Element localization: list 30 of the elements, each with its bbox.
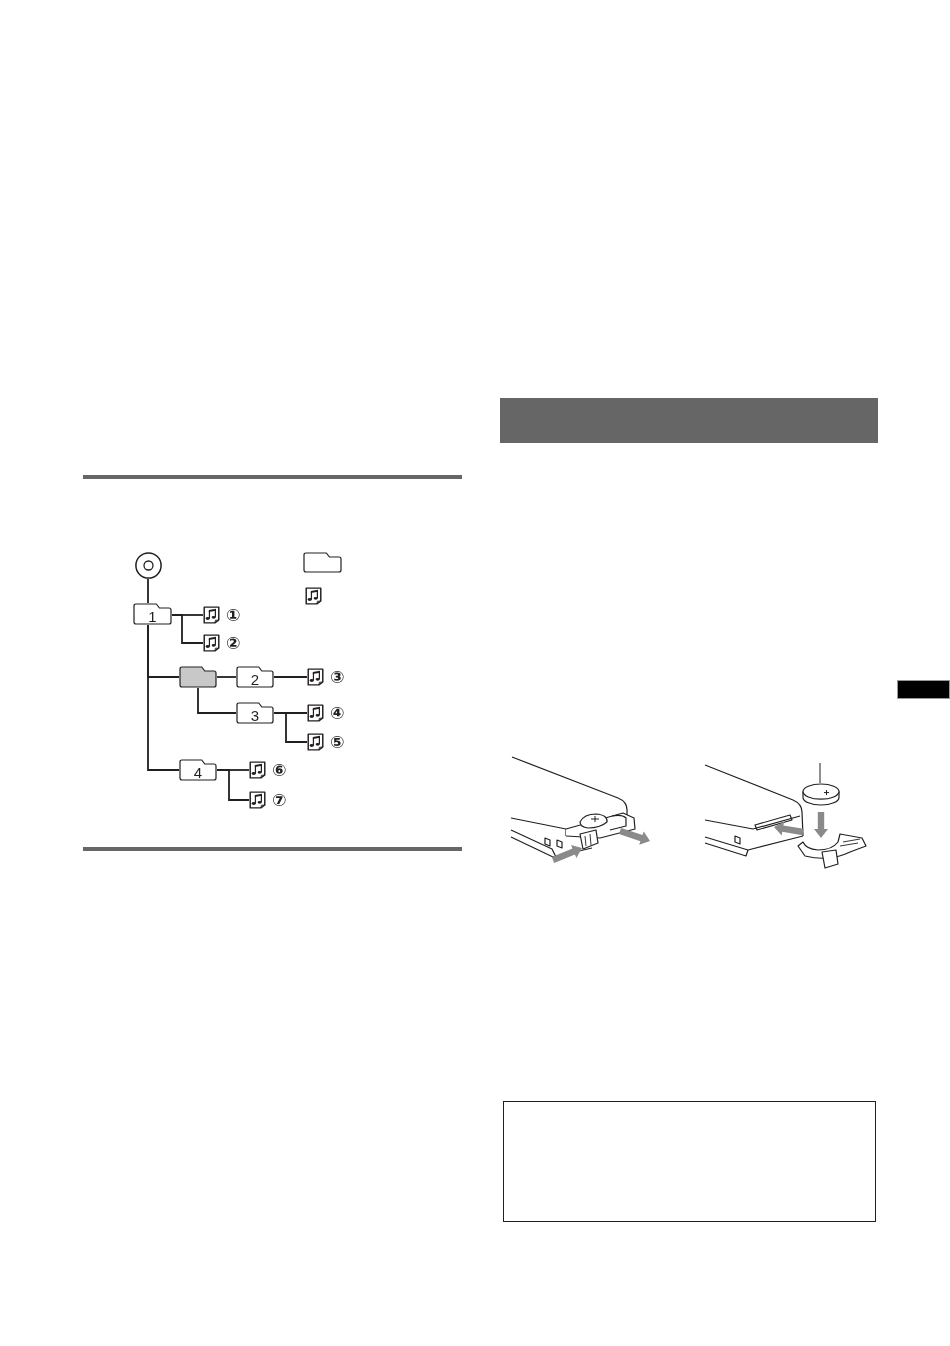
track-number: ④ [330, 704, 345, 722]
tree-line [171, 614, 204, 644]
track-number: ⑥ [272, 761, 287, 779]
leader-line [819, 762, 821, 784]
folder-number: 3 [249, 707, 261, 724]
tree-line [273, 712, 308, 743]
disc-icon [135, 552, 162, 579]
folder-icon [179, 666, 217, 688]
tree-line [197, 687, 237, 714]
folder-shape [236, 702, 274, 724]
track-number: ② [226, 634, 241, 652]
coin-battery-icon [802, 783, 840, 806]
tree-line [216, 769, 250, 801]
tree-line [216, 676, 237, 678]
section-heading-bar [500, 398, 878, 443]
tree-line [147, 624, 180, 771]
track-number: ① [226, 606, 241, 624]
tree-line [147, 578, 149, 604]
folder-shape [236, 666, 274, 688]
track-number: ③ [330, 668, 345, 686]
music-file-icon [305, 587, 322, 605]
folder-number: 4 [192, 764, 204, 781]
folder-icon [303, 552, 342, 573]
folder-shape [133, 603, 172, 625]
folder-number: 1 [147, 608, 158, 625]
track-number: ⑤ [330, 733, 345, 751]
track-number: ⑦ [272, 791, 287, 809]
tree-line [273, 676, 308, 678]
folder-shape [179, 759, 217, 781]
folder-number: 2 [249, 671, 261, 688]
